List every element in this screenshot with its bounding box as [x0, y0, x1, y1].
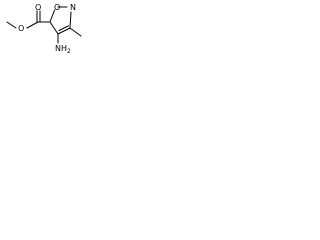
bond-carbonyl-ester-o [26, 21, 39, 29]
atom-ring-o: O [54, 3, 60, 12]
atom-ring-n: N [70, 3, 76, 12]
bond-c3-n [69, 11, 72, 29]
bond-c5-c4 [49, 21, 59, 35]
atom-amine-n: NH2 [55, 44, 71, 55]
atom-ester-o: O [18, 24, 24, 33]
amine-subscript: 2 [67, 48, 71, 55]
bond-ester-o-methyl [6, 21, 17, 29]
amine-label: NH [55, 44, 67, 53]
bond-c3-methyl [69, 27, 82, 37]
molecule-structure: N O O O NH2 [6, 3, 82, 55]
bond-c4-c3-double [58, 25, 69, 31]
bond-ring-o-c5 [49, 9, 55, 23]
atom-carbonyl-o: O [35, 3, 41, 12]
bond-c4-c3 [57, 27, 71, 35]
